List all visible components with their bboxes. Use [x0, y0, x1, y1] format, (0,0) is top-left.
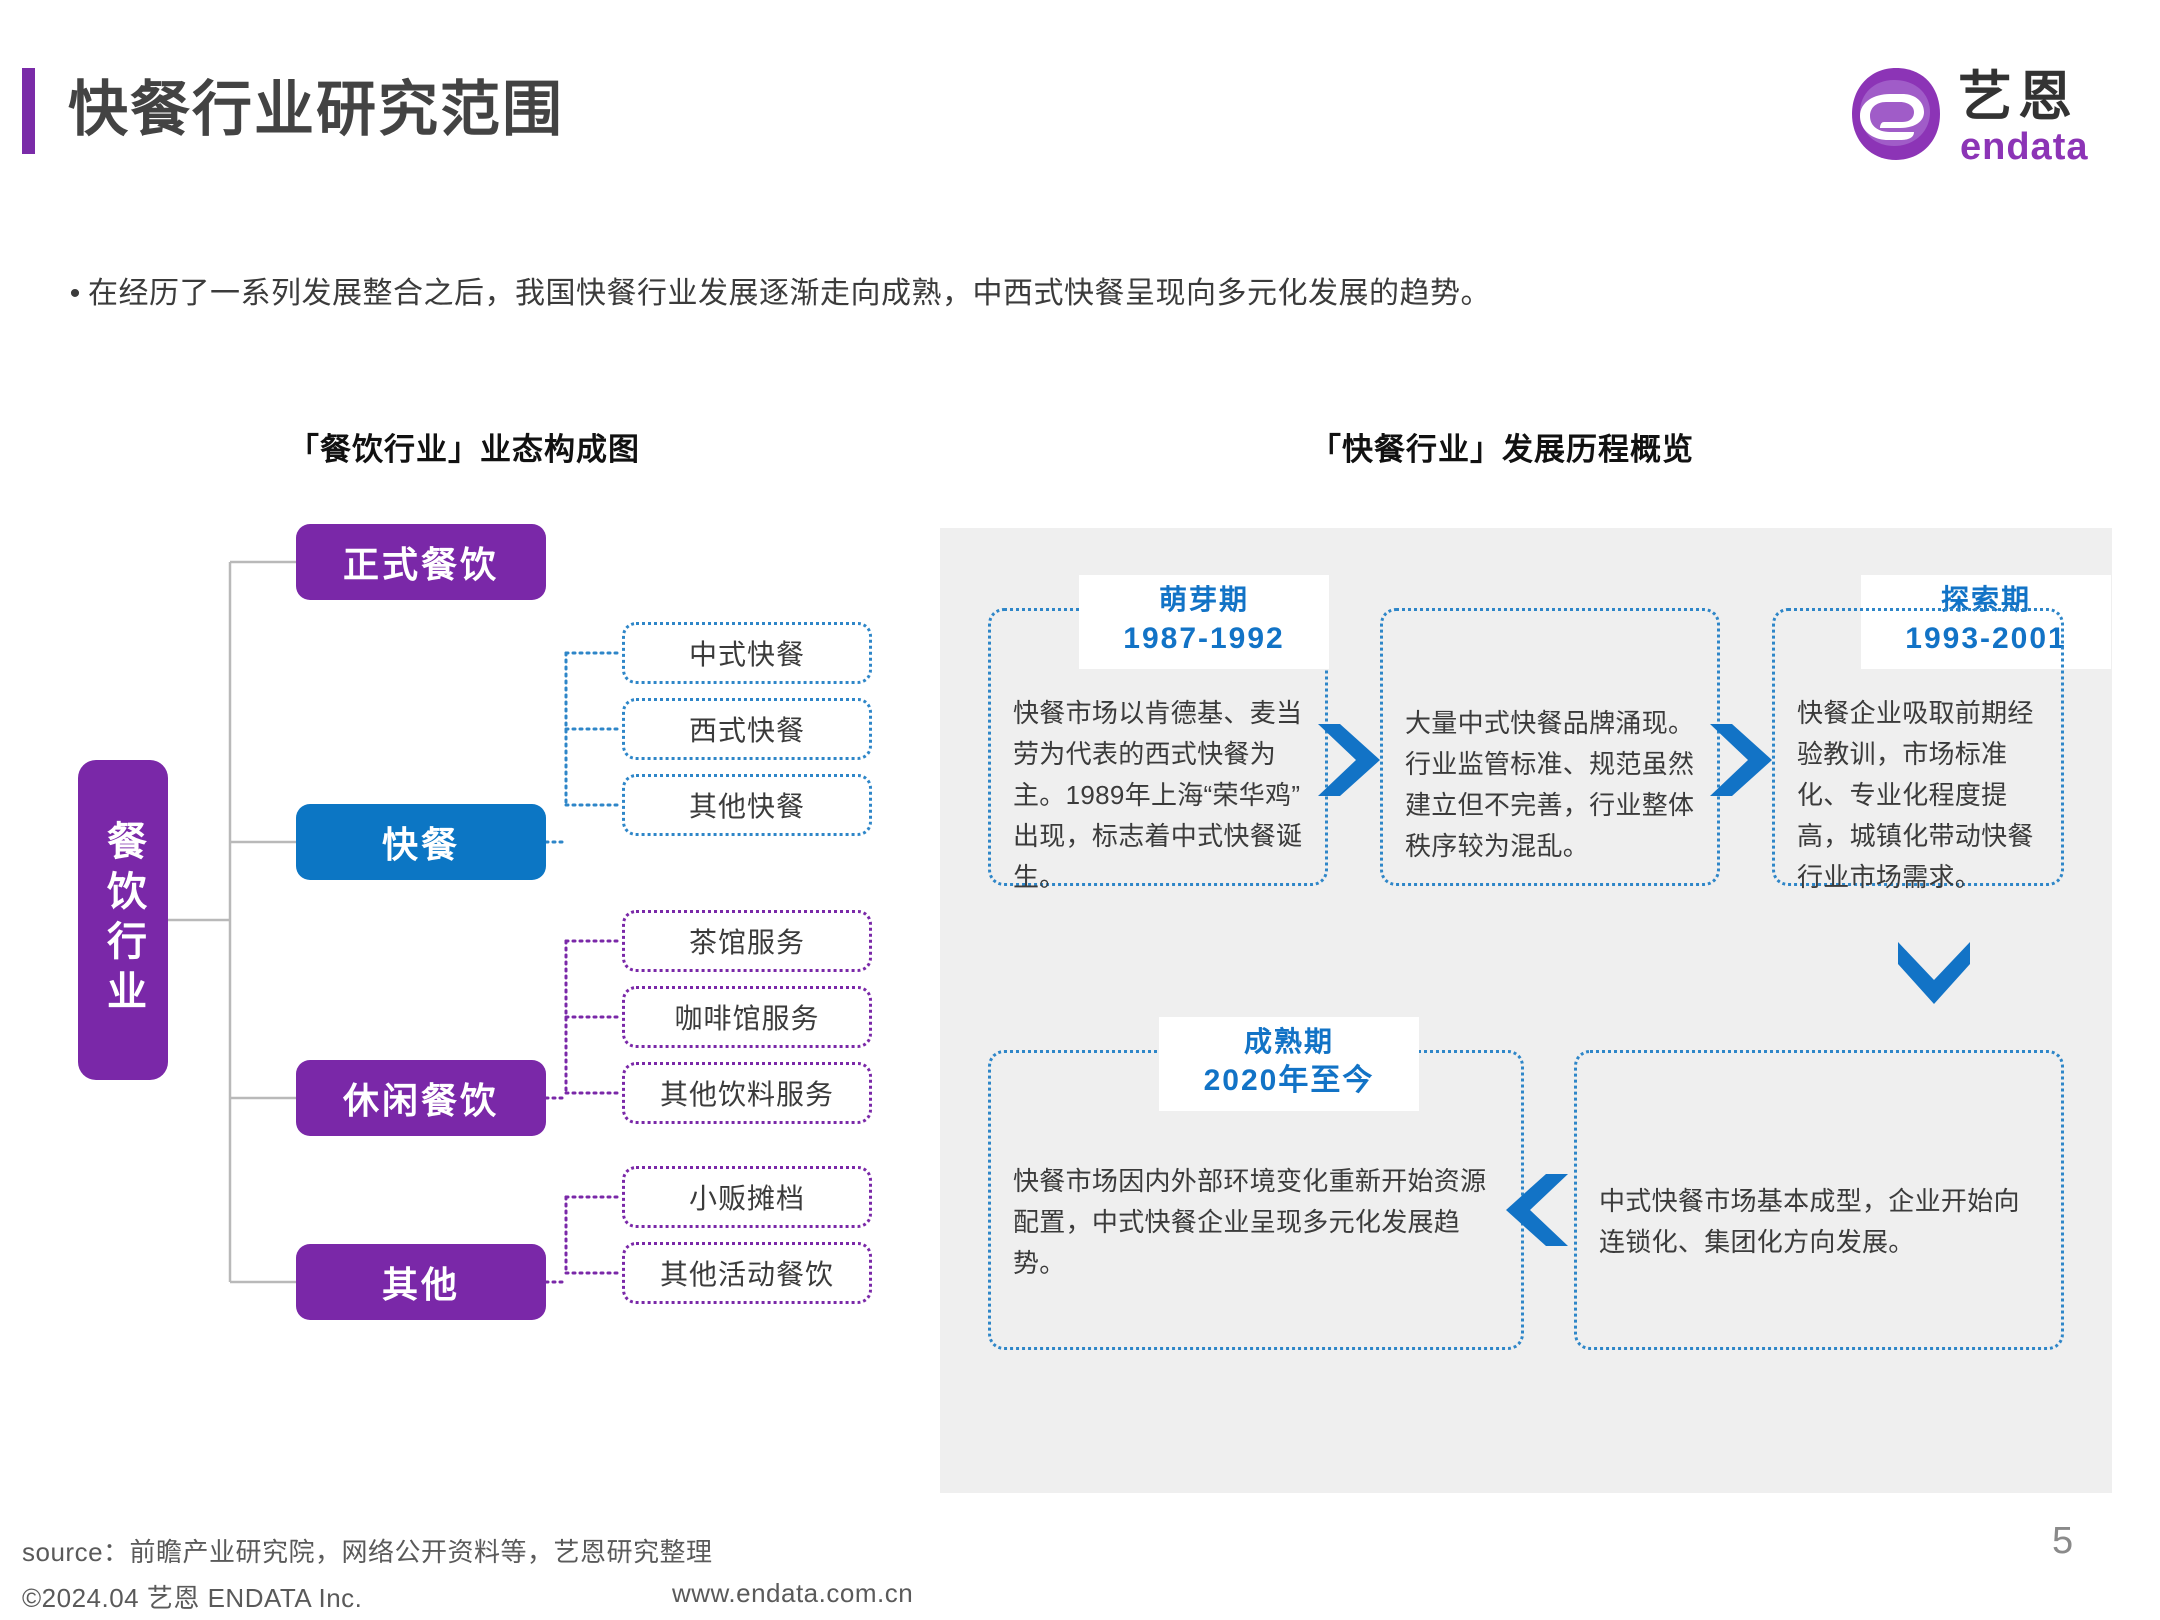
bullet-marker: •: [69, 277, 81, 310]
chevron-right-icon: [1710, 724, 1772, 796]
tree-leaf-cafe[interactable]: 咖啡馆服务: [622, 986, 872, 1048]
tree-connectors: [168, 560, 624, 1284]
tree-branch-fast-food[interactable]: 快餐: [296, 804, 546, 880]
timeline-caption-exploration: 探索期 1993-2001: [1861, 575, 2111, 669]
stage-period: 1993-2001: [1905, 622, 2067, 655]
timeline-caption-germination: 萌芽期 1987-1992: [1079, 575, 1329, 669]
tree-branch-other[interactable]: 其他: [296, 1244, 546, 1320]
industry-tree-diagram: 餐饮行业 正式餐饮 快餐 休闲餐饮 其他 中式快餐 西式快餐 其他快餐 茶馆服务…: [0, 500, 940, 1470]
bullet-text: 在经历了一系列发展整合之后，我国快餐行业发展逐渐走向成熟，中西式快餐呈现向多元化…: [88, 277, 1491, 310]
timeline-panel: 萌芽期 1987-1992 快餐市场以肯德基、麦当劳为代表的西式快餐为主。198…: [940, 528, 2112, 1493]
tree-leaf-street-vendor[interactable]: 小贩摊档: [622, 1166, 872, 1228]
timeline-card-germination[interactable]: 萌芽期 1987-1992 快餐市场以肯德基、麦当劳为代表的西式快餐为主。198…: [988, 575, 1329, 892]
timeline-card-growth[interactable]: 成长期 2002-2012 快餐企业吸取前期经验教训，市场标准化、专业化程度提高…: [1772, 608, 2064, 892]
tree-leaf-western-fastfood[interactable]: 西式快餐: [622, 698, 872, 760]
logo-en-text: endata: [1960, 126, 2089, 168]
timeline-caption-maturity: 成熟期 2020年至今: [1159, 1017, 1419, 1111]
stage-period: 2020年至今: [1203, 1064, 1375, 1097]
tree-leaf-other-fastfood[interactable]: 其他快餐: [622, 774, 872, 836]
tree-leaf-other-event-catering[interactable]: 其他活动餐饮: [622, 1242, 872, 1304]
right-section-title: 「快餐行业」发展历程概览: [1310, 432, 1694, 467]
timeline-card-maturity[interactable]: 成熟期 2020年至今 快餐市场因内外部环境变化重新开始资源配置，中式快餐企业呈…: [988, 1017, 1524, 1350]
tree-branch-leisure-dining[interactable]: 休闲餐饮: [296, 1060, 546, 1136]
endata-logo: 艺恩 endata: [1850, 60, 2120, 170]
stage-name: 成熟期: [1243, 1026, 1334, 1057]
page-number: 5: [2052, 1520, 2074, 1562]
source-note: source：前瞻产业研究院，网络公开资料等，艺恩研究整理: [22, 1537, 713, 1567]
website-link[interactable]: www.endata.com.cn: [672, 1578, 914, 1608]
summary-bullet: • 在经历了一系列发展整合之后，我国快餐行业发展逐渐走向成熟，中西式快餐呈现向多…: [62, 272, 2062, 316]
tree-leaf-other-beverage[interactable]: 其他饮料服务: [622, 1062, 872, 1124]
copyright-note: ©2024.04 艺恩 ENDATA Inc.: [22, 1583, 363, 1613]
stage-description: 快餐市场因内外部环境变化重新开始资源配置，中式快餐企业呈现多元化发展趋势。: [1013, 1166, 1487, 1278]
stage-description: 大量中式快餐品牌涌现。行业监管标准、规范虽然建立但不完善，行业整体秩序较为混乱。: [1405, 708, 1695, 861]
logo-cn-text: 艺恩: [1958, 67, 2078, 127]
title-accent-bar: [22, 68, 35, 154]
timeline-card-development[interactable]: 发展期 2013-2019 中式快餐市场基本成型，企业开始向连锁化、集团化方向发…: [1574, 1050, 2064, 1350]
page-title: 快餐行业研究范围: [68, 76, 564, 143]
tree-leaf-chinese-fastfood[interactable]: 中式快餐: [622, 622, 872, 684]
left-section-title: 「餐饮行业」业态构成图: [288, 432, 640, 467]
stage-period: 1987-1992: [1123, 622, 1285, 655]
chevron-down-icon: [1898, 942, 1970, 1004]
tree-leaf-teahouse[interactable]: 茶馆服务: [622, 910, 872, 972]
tree-branch-formal-dining[interactable]: 正式餐饮: [296, 524, 546, 600]
tree-root-node[interactable]: 餐饮行业: [78, 760, 168, 1080]
stage-description: 快餐市场以肯德基、麦当劳为代表的西式快餐为主。1989年上海“荣华鸡”出现，标志…: [1013, 698, 1303, 892]
stage-name: 萌芽期: [1158, 584, 1249, 615]
chevron-left-icon: [1506, 1174, 1568, 1246]
timeline-card-exploration[interactable]: 探索期 1993-2001 大量中式快餐品牌涌现。行业监管标准、规范虽然建立但不…: [1380, 575, 2111, 886]
endata-e-logo-icon: [1852, 68, 1940, 160]
chevron-right-icon: [1318, 724, 1380, 796]
stage-description: 中式快餐市场基本成型，企业开始向连锁化、集团化方向发展。: [1599, 1186, 2020, 1257]
stage-description: 快餐企业吸取前期经验教训，市场标准化、专业化程度提高，城镇化带动快餐行业市场需求…: [1797, 698, 2034, 892]
